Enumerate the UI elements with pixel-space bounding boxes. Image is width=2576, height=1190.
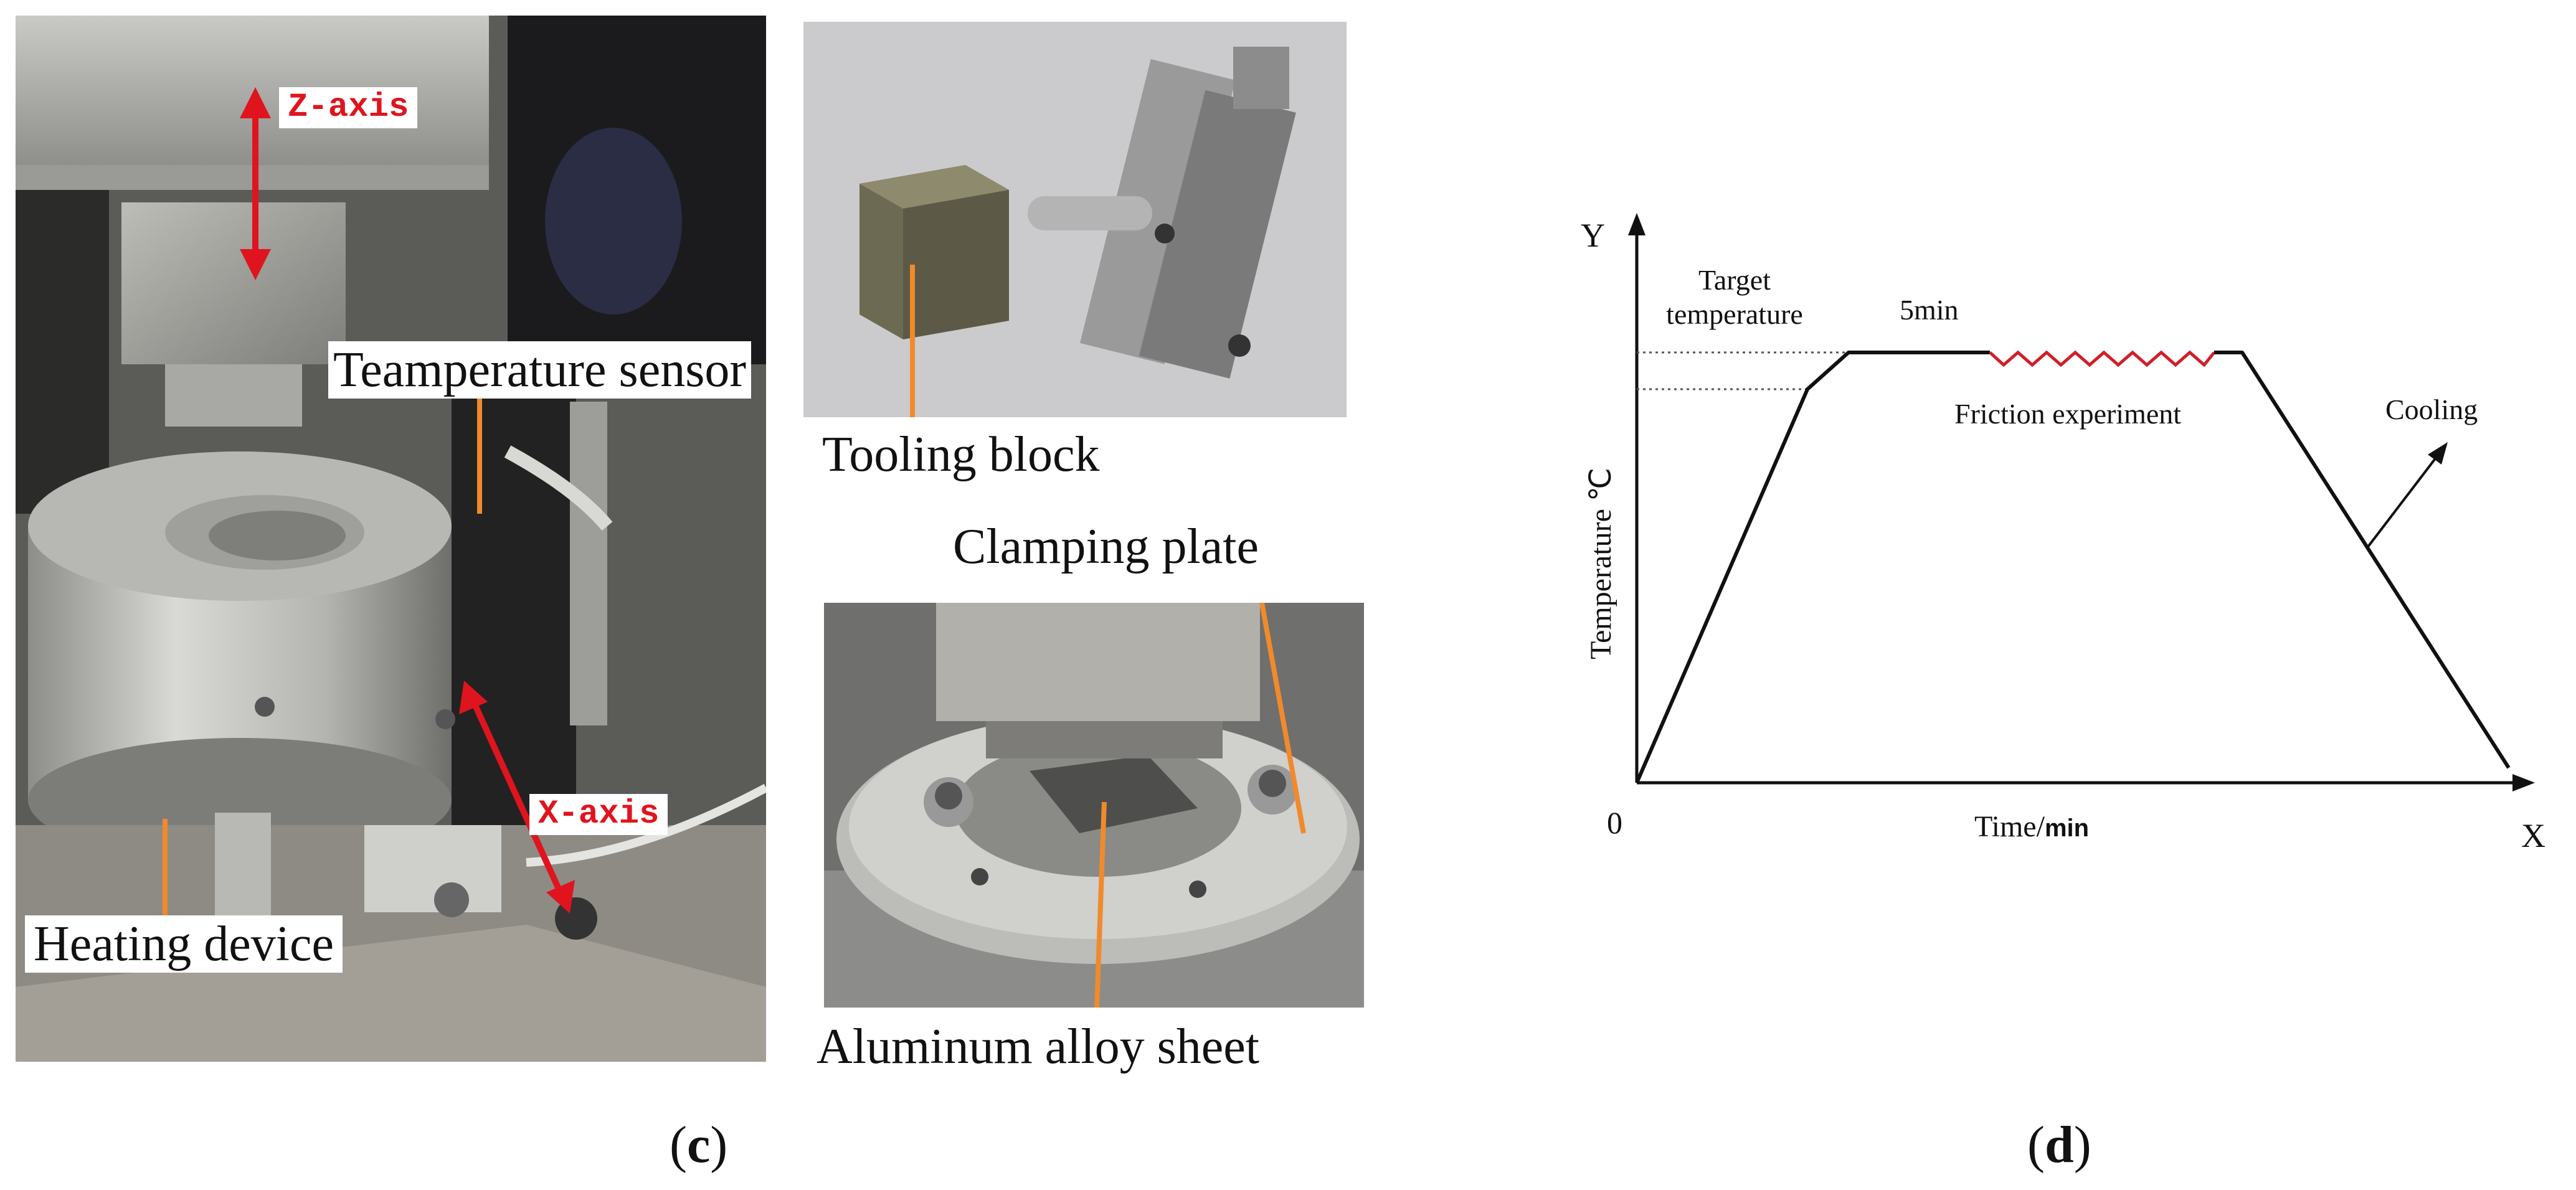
z-axis-label: Z-axis	[279, 87, 418, 128]
panel-c-caption: (c)	[670, 1116, 728, 1174]
temperature-sensor-label: Teamperature sensor	[328, 341, 751, 399]
x-axis-label: X-axis	[529, 794, 668, 835]
process-diagram: Y X 0 Temperature ℃ Time/min Target temp…	[1581, 213, 2545, 854]
tooling-block-illustration	[803, 22, 1347, 417]
panel-d-caption: (d)	[2027, 1116, 2091, 1174]
cooling-curve	[2214, 351, 2511, 769]
x-axis-letter: X	[2521, 817, 2545, 854]
heating-stage-illustration	[16, 16, 766, 1062]
cooling-pointer-head	[2428, 442, 2448, 465]
x-axis-arrow	[467, 692, 567, 902]
y-axis-title: Temperature ℃	[1584, 468, 1617, 659]
clamping-plate-label: Clamping plate	[953, 519, 1259, 574]
friction-label: Friction experiment	[1954, 398, 2181, 430]
x-axis-title: Time/min	[1974, 810, 2089, 843]
sheet-leader-line	[1094, 801, 1107, 1008]
hold-time-label: 5min	[1900, 294, 1959, 326]
cooling-label: Cooling	[2385, 394, 2478, 425]
target-label-line2: temperature	[1666, 298, 1803, 330]
aluminum-sheet-label: Aluminum alloy sheet	[813, 1019, 1264, 1074]
clamp-leader-line	[1259, 603, 1306, 834]
heating-stage-photo	[16, 16, 766, 1062]
origin-label: 0	[1607, 805, 1622, 840]
target-label-line1: Target	[1698, 264, 1771, 296]
x-axis-arrowhead	[2512, 774, 2535, 791]
tooling-block-label: Tooling block	[822, 427, 1100, 482]
tooling-block-photo	[803, 22, 1347, 417]
heating-device-label: Heating device	[25, 915, 343, 973]
y-axis-letter: Y	[1581, 217, 1605, 254]
y-axis-arrowhead	[1628, 213, 1646, 235]
heating-curve	[1635, 351, 1990, 784]
clamping-plate-illustration	[824, 603, 1364, 1008]
cooling-pointer	[2367, 453, 2440, 548]
friction-zigzag	[1989, 350, 2215, 367]
clamping-plate-photo	[824, 603, 1364, 1008]
